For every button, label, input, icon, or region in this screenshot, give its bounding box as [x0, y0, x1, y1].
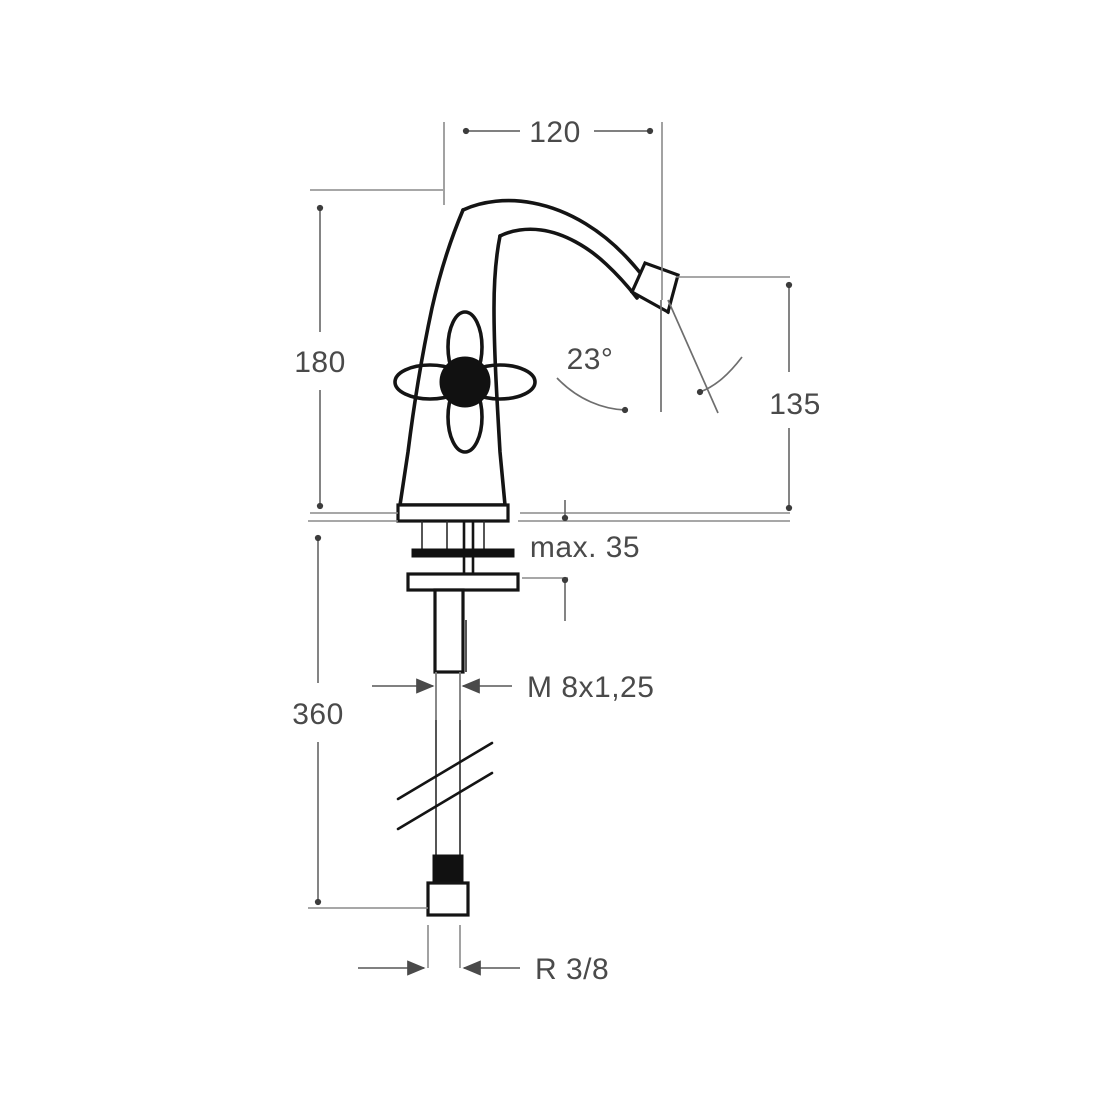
break-symbol-line-2	[396, 771, 494, 831]
dimension-label-120: 120	[529, 116, 581, 149]
faucet-assembly	[393, 198, 680, 917]
flower-handle[interactable]	[393, 310, 537, 454]
base-flange	[396, 503, 510, 523]
angle-arc-left	[556, 377, 629, 414]
angle-arc-right	[696, 356, 743, 396]
dimension-deck-thickness: max. 35	[518, 500, 790, 621]
dimension-label-135: 135	[769, 388, 821, 421]
threaded-shank	[433, 588, 465, 674]
dimension-outlet-projection: 135	[520, 276, 821, 514]
tube-end-fitting	[426, 881, 470, 917]
dimension-total-length: 360	[292, 520, 428, 909]
dimension-connection-thread: R 3/8	[358, 925, 609, 986]
angle-ref-sloped	[667, 299, 719, 414]
dimension-spout-reach: 120	[443, 116, 663, 300]
dimension-thread-size: M 8x1,25	[372, 671, 654, 720]
lock-nut	[406, 572, 520, 592]
dimension-outlet-angle: 23°	[556, 299, 743, 414]
dimension-label-max35: max. 35	[530, 531, 640, 564]
dimension-spout-height: 180	[294, 189, 443, 514]
dimension-label-180: 180	[294, 346, 346, 379]
tube-connector-black	[432, 854, 464, 885]
break-symbol-line-1	[396, 741, 494, 801]
tapered-body	[398, 208, 507, 507]
dimension-label-thread: M 8x1,25	[527, 671, 654, 704]
dimension-label-r38: R 3/8	[535, 953, 609, 986]
dimension-label-360: 360	[292, 698, 344, 731]
spout-outlet-edge	[630, 261, 647, 294]
spout-inner-arc	[498, 227, 639, 300]
deck-washer	[411, 548, 515, 558]
dimension-label-23deg: 23°	[567, 343, 614, 376]
handle-hub	[439, 356, 491, 408]
